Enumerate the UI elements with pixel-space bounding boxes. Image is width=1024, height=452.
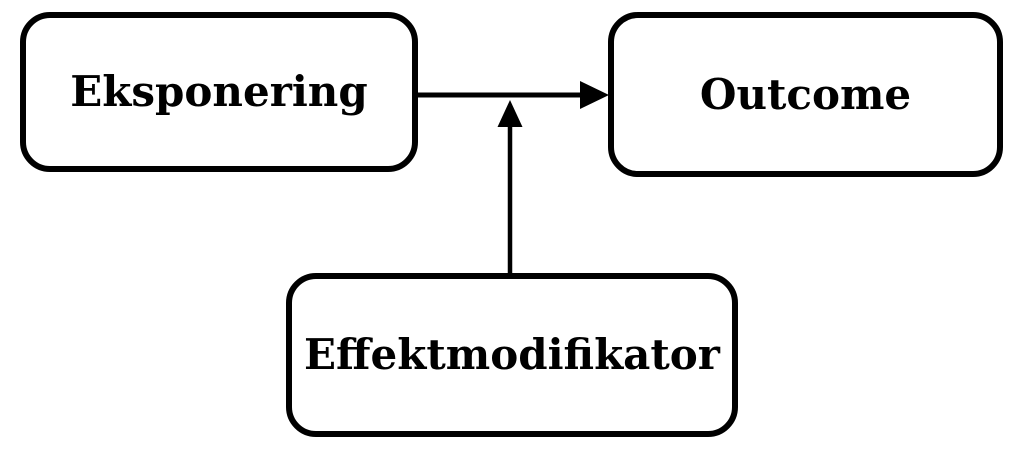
arrow-effektmodifikator-to-edge: [497, 100, 523, 275]
node-outcome: Outcome: [608, 12, 1003, 177]
node-effektmodifikator: Effektmodifikator: [286, 273, 738, 437]
node-eksponering: Eksponering: [20, 12, 418, 172]
node-effektmodifikator-label: Effektmodifikator: [304, 330, 720, 379]
arrow-eksponering-to-outcome: [417, 81, 609, 109]
arrow-eksponering-to-outcome-head: [580, 81, 609, 109]
node-eksponering-label: Eksponering: [70, 67, 368, 116]
arrow-effektmodifikator-head: [497, 100, 523, 127]
node-outcome-label: Outcome: [699, 69, 912, 119]
